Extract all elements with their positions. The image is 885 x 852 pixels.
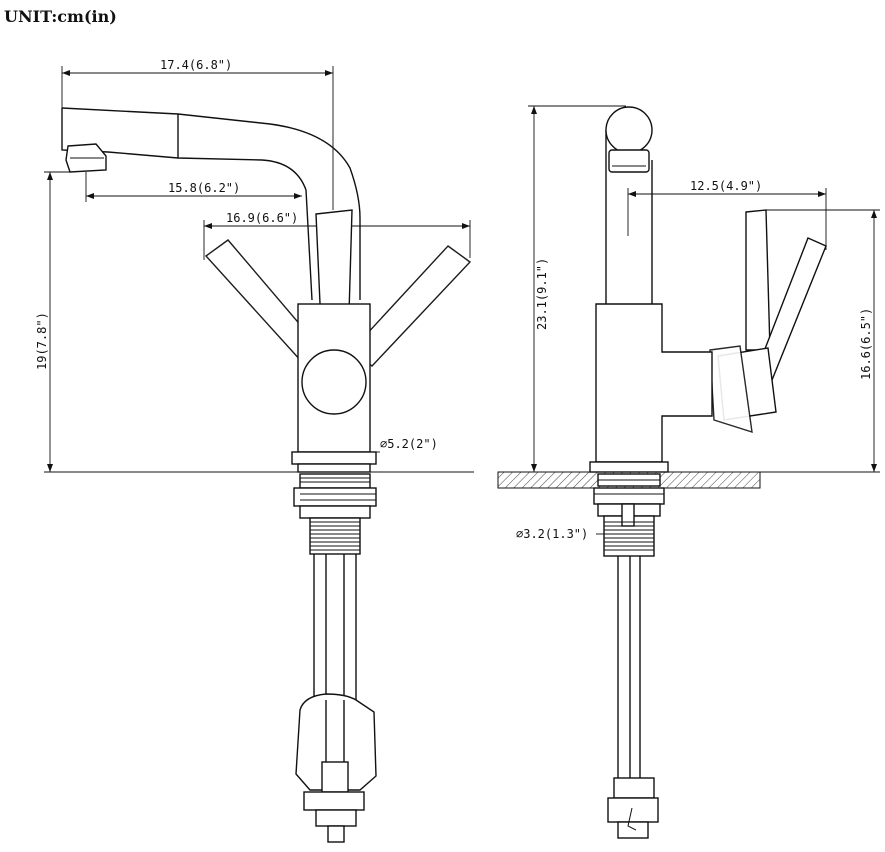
- faucet-body: [297, 303, 371, 453]
- side-view: 23.1(9.1") 12.5(4.9") 16.6: [497, 105, 880, 839]
- dim-total-height: 23.1(9.1"): [528, 105, 626, 472]
- dim-depth-label: 12.5(4.9"): [690, 179, 762, 193]
- dim-handles-label: 16.9(6.6"): [226, 211, 298, 225]
- unit-label: UNIT:cm(in): [4, 7, 117, 26]
- dim-height-label: 19(7.8"): [35, 312, 49, 370]
- dim-shank-dia-label: ⌀3.2(1.3"): [516, 527, 588, 541]
- dim-outlet: 15.8(6.2"): [85, 172, 302, 202]
- side-spout: [605, 106, 653, 304]
- dim-spout-reach-label: 17.4(6.8"): [160, 58, 232, 72]
- side-body: [595, 303, 713, 463]
- supply-hoses: [295, 554, 377, 843]
- dim-spout-reach: 17.4(6.8"): [61, 58, 334, 210]
- front-view: 17.4(6.8") 15.8(6.2") 16.9(6.6"): [35, 58, 474, 843]
- side-hoses: [607, 556, 659, 839]
- dim-height: 19(7.8"): [35, 171, 70, 472]
- dim-outlet-label: 15.8(6.2"): [168, 181, 240, 195]
- countertop: [497, 461, 880, 489]
- dim-lever-height: 16.6(6.5"): [766, 209, 880, 472]
- dim-depth: 12.5(4.9"): [627, 179, 827, 250]
- dim-total-height-label: 23.1(9.1"): [535, 258, 549, 330]
- dim-lever-height-label: 16.6(6.5"): [859, 308, 873, 380]
- side-mounting: ⌀3.2(1.3"): [516, 473, 665, 557]
- spout: [61, 107, 361, 301]
- base-ring: ⌀5.2(2"): [291, 437, 438, 473]
- mounting-hardware: [293, 473, 377, 555]
- side-lever: [709, 209, 827, 434]
- dim-base-dia-label: ⌀5.2(2"): [380, 437, 438, 451]
